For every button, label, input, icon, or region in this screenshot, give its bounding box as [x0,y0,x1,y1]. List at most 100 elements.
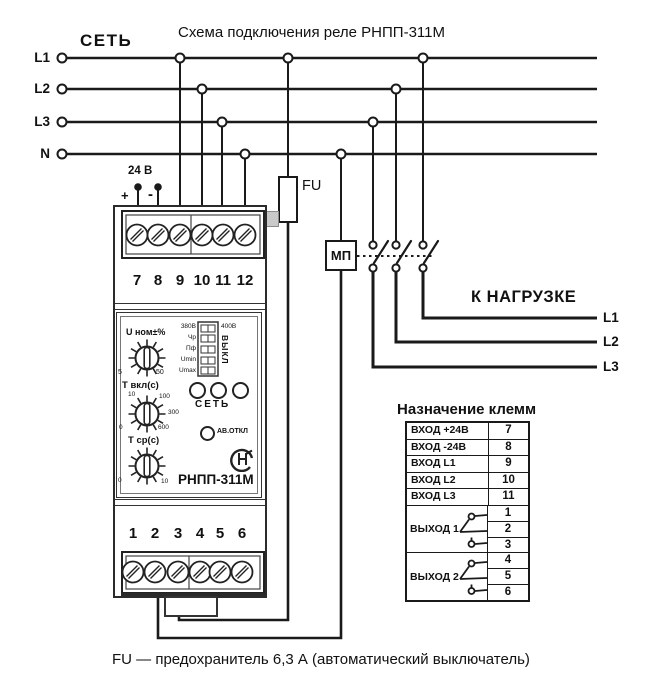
t-on-label: Т вкл(с) [122,380,159,391]
table-output-group: ВЫХОД 2 4 5 6 [407,553,528,600]
net-led-2 [210,382,227,399]
top-terminal-block [121,210,265,259]
table-output-group: ВЫХОД 1 1 2 3 [407,505,528,554]
supply-label: 24 В [128,165,153,177]
junction [239,148,251,160]
contactor-box: МП [325,240,357,271]
load-label-l3: L3 [603,359,619,374]
u-dial-min: 5 [118,369,122,376]
bus-terminal [56,148,68,160]
bus-terminal [56,52,68,64]
face-panel [116,312,262,498]
terminal-5: 5 [215,525,225,542]
device-groove [115,303,265,310]
terminal-12: 12 [236,272,254,289]
junction [417,52,429,64]
load-line-l1 [421,272,597,320]
junction [196,83,208,95]
u-dial-max: 50 [156,369,164,376]
din-clip-tab [265,211,279,227]
net-label: СЕТЬ [80,31,133,50]
dip-label-umax: Umax [179,367,196,374]
terminal-10: 10 [193,272,211,289]
fault-led-label: АВ.ОТКЛ [217,428,248,435]
changeover-contact-icon [459,512,487,548]
u-dial-label: U ном±% [126,327,166,337]
output-2-label: ВЫХОД 2 [410,570,459,583]
table-row: ВХОД +24В 7 [407,423,528,440]
relay-device: 7 8 9 10 11 12 U ном±% 5 50 380В Чр Пф U… [113,205,267,598]
terminal-8: 8 [153,272,163,289]
supply-minus: - [148,186,153,203]
contact-blade [395,239,413,265]
net-led-3 [232,382,249,399]
fault-led [200,426,215,441]
load-label-l1: L1 [603,310,619,325]
table-title: Назначение клемм [397,401,537,418]
table-row: ВХОД L2 10 [407,472,528,490]
terminal-11: 11 [215,272,231,289]
terminal-6: 6 [237,525,247,542]
t-on-10: 10 [128,391,136,398]
junction [390,83,402,95]
terminal-assignment-table: ВХОД +24В 7 ВХОД -24В 8 ВХОД L1 9 ВХОД L… [405,421,530,602]
output-terminal: 2 [488,522,528,538]
load-line-l2 [394,272,597,344]
load-title: К НАГРУЗКЕ [471,288,577,306]
supply-plus: + [121,188,129,203]
contact-pole [391,240,401,250]
terminal-7: 7 [132,272,142,289]
load-label-l2: L2 [603,334,619,349]
contact-pole [418,263,428,273]
terminal-2: 2 [150,525,160,542]
supply-dot [134,183,142,191]
output-terminal: 5 [488,569,528,586]
terminal-3: 3 [173,525,183,542]
contact-pole [418,240,428,250]
terminal-9: 9 [175,272,185,289]
junction [367,116,379,128]
bus-terminal [56,116,68,128]
device-groove [115,499,265,506]
terminal-1: 1 [128,525,138,542]
net-led-label: СЕТЬ [195,399,231,410]
changeover-contact-icon [459,560,487,596]
contact-pole [391,263,401,273]
table-row: ВХОД L1 9 [407,456,528,473]
dip-label-chr: Чр [188,334,196,341]
t-on-100: 100 [159,393,170,400]
junction [216,116,228,128]
junction [282,52,294,64]
caption: FU — предохранитель 6,3 А (автоматически… [112,651,530,668]
diagram-title: Схема подключения реле РНПП-311М [178,24,445,41]
bus-label-l3: L3 [34,114,50,129]
t-on-600: 600 [158,424,169,431]
junction [174,52,186,64]
net-led-1 [189,382,206,399]
output-1-label: ВЫХОД 1 [410,523,459,536]
dip-switch-block [197,321,219,377]
output-terminal: 6 [504,586,512,599]
table-row: ВХОД -24В 8 [407,439,528,457]
output-terminal: 4 [488,553,528,570]
dip-label-400v: 400В [221,323,237,330]
load-line-l3 [371,272,597,369]
bus-label-n: N [40,146,50,161]
contact-blade [372,239,390,265]
t-on-300: 300 [168,409,179,416]
bottom-terminal-block [121,551,265,594]
contact-pole [368,240,378,250]
output-terminal: 3 [504,538,512,551]
bus-label-l2: L2 [34,81,50,96]
contact-pole [368,263,378,273]
terminal-4: 4 [195,525,205,542]
fuse-symbol [278,176,298,223]
device-bottom-strip [121,593,265,596]
t-sr-label: Т ср(с) [128,435,160,446]
dip-label-pf: Пф [185,345,196,352]
t-on-0: 0 [119,424,123,431]
model-label: РНПП-311М [178,472,254,487]
dip-label-vykl: ВЫКЛ [220,335,230,365]
